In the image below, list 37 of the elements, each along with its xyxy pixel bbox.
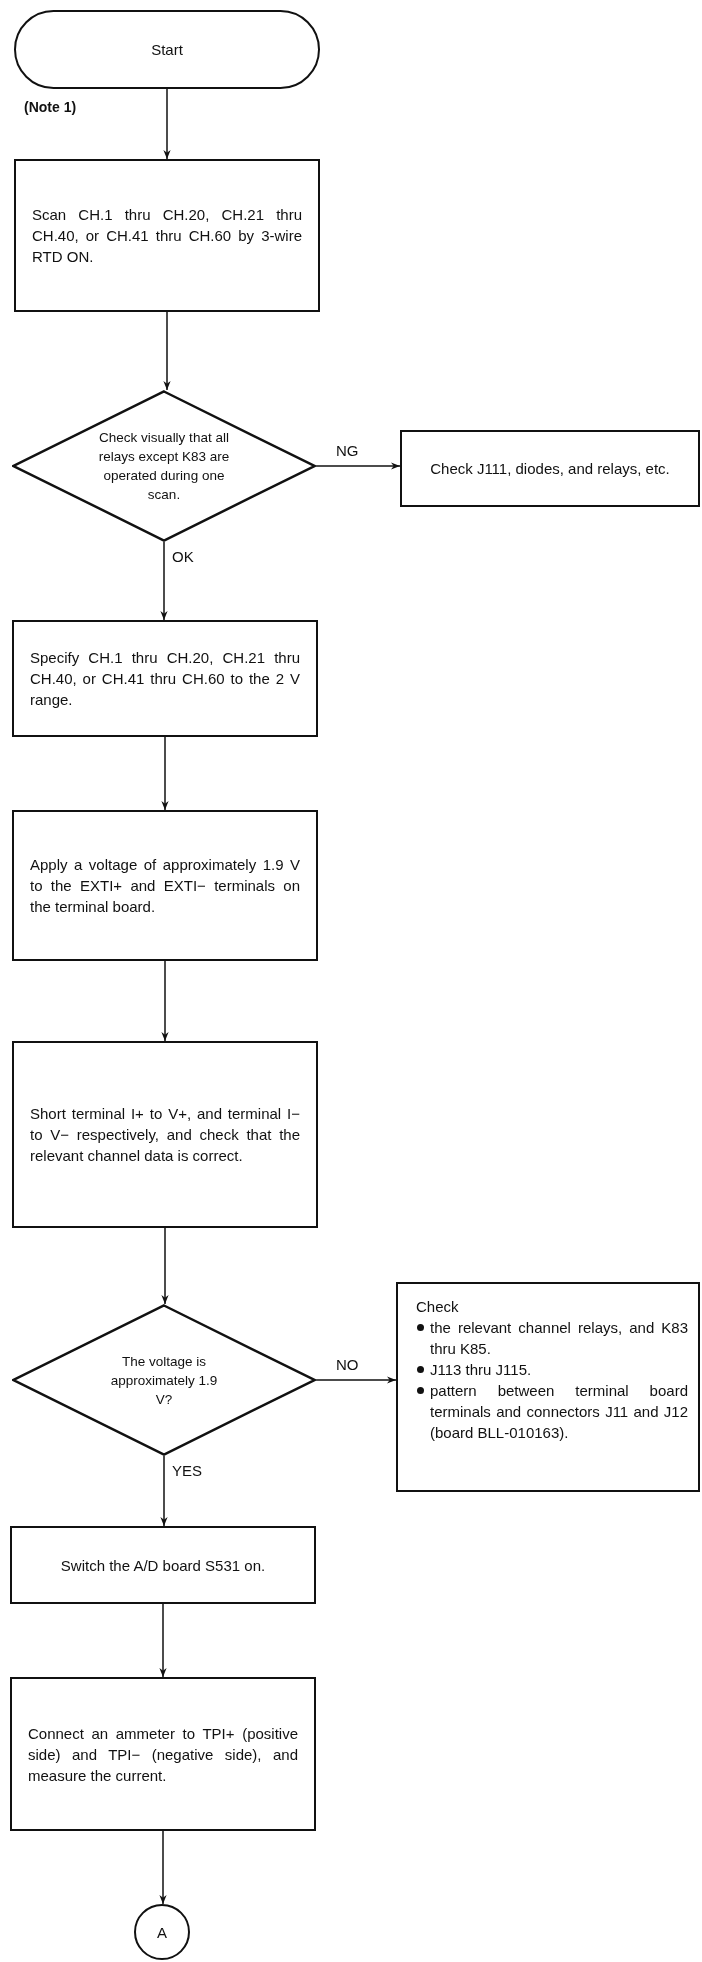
process-box [12, 1041, 318, 1228]
arrow [160, 541, 168, 621]
process-text: Short terminal I+ to V+, and terminal I− to V− respectively, and check that the relevant channel data is correct. [30, 1104, 300, 1166]
arrow [161, 960, 169, 1042]
arrow [161, 1227, 169, 1305]
process-text: Apply a voltage of approximately 1.9 V to the EXTI+ and EXTI− terminals on the terminal board. [30, 855, 300, 917]
decision-text: The voltage is approximately 1.9 V? [109, 1352, 219, 1409]
note-box [396, 1282, 700, 1492]
connector-letter: A [157, 1922, 167, 1943]
decision-diamond [12, 390, 316, 542]
process-text: Scan CH.1 thru CH.20, CH.21 thru CH.40, or CH.41 thru CH.60 by 3-wire RTD ON. [32, 205, 302, 267]
decision-diamond [12, 1304, 316, 1456]
arrow [161, 736, 169, 811]
process-box [12, 620, 318, 737]
terminal-text: Start [151, 40, 183, 60]
process-text: Check J111, diodes, and relays, etc. [430, 459, 670, 479]
process-box [12, 810, 318, 961]
arrow [163, 88, 171, 160]
arrow [159, 1603, 167, 1678]
process-text: Connect an ammeter to TPI+ (positive side) and TPI− (negative side), and measure the current. [28, 1723, 298, 1786]
process-box [14, 159, 320, 312]
arrow [315, 1376, 397, 1384]
bullet-item: pattern between terminal board terminals and connectors J11 and J12 (board BLL-010163). [416, 1380, 688, 1443]
arrow [315, 462, 401, 470]
arrow [163, 311, 171, 391]
arrow [159, 1830, 167, 1905]
connector-circle [134, 1904, 190, 1960]
process-box [10, 1677, 316, 1831]
note-heading: Check [416, 1297, 460, 1317]
process-box [10, 1526, 316, 1604]
bullet-item: J113 thru J115. [416, 1359, 688, 1380]
bullet-item: the relevant channel relays, and K83 thru K85. [416, 1317, 688, 1359]
process-text: Specify CH.1 thru CH.20, CH.21 thru CH.40, or CH.41 thru CH.60 to the 2 V range. [30, 648, 300, 710]
process-text: Switch the A/D board S531 on. [60, 1555, 266, 1576]
arrow [160, 1455, 168, 1527]
decision-text: Check visually that all relays except K83 are operated during one scan. [97, 429, 231, 504]
process-box [400, 430, 700, 507]
